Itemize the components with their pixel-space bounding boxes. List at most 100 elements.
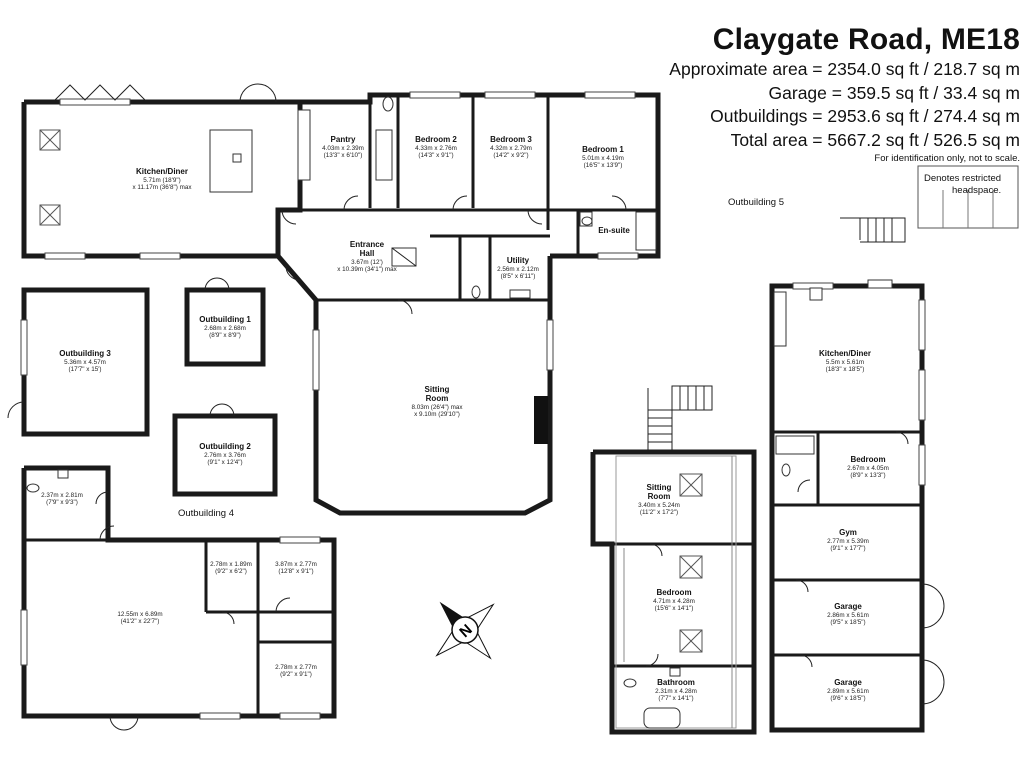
compass-icon	[435, 601, 495, 660]
sitting-room-name-2: Room	[426, 394, 449, 403]
ob4-store-c-dim1: 2.78m x 2.77m	[275, 664, 317, 671]
ob4-store-b-dim2: (12'8" x 9'1")	[278, 568, 313, 575]
toilet-icon	[471, 285, 481, 299]
annex-bedroom-dim1: 4.71m x 4.28m	[653, 598, 695, 605]
outbuildings-area: Outbuildings = 2953.6 sq ft / 274.4 sq m	[710, 106, 1020, 126]
ob5-garage1-dim1: 2.86m x 5.61m	[827, 612, 869, 619]
bedroom2-dim1: 4.33m x 2.76m	[415, 145, 457, 152]
outbuilding3-name: Outbuilding 3	[59, 349, 111, 358]
sitting-room-dim2: x 9.10m (29'10")	[414, 411, 460, 418]
sink-icon	[232, 153, 242, 163]
ob4-main-dim1: 12.55m x 6.89m	[117, 611, 162, 618]
toilet-icon	[382, 96, 394, 112]
ob5-bedroom-dim2: (8'9" x 13'3")	[850, 472, 885, 479]
utility-name: Utility	[507, 256, 530, 265]
annex-bedroom-name: Bedroom	[656, 588, 691, 597]
hall-name-2: Hall	[360, 249, 375, 258]
outbuilding3-dim1: 5.36m x 4.57m	[64, 359, 106, 366]
bedroom3-dim1: 4.32m x 2.79m	[490, 145, 532, 152]
outbuilding1-dim1: 2.68m x 2.68m	[204, 325, 246, 332]
annex-bathroom-dim2: (7'7" x 14'1")	[658, 695, 693, 702]
outbuilding-2: Outbuilding 2 2.76m x 3.76m (9'1" x 12'4…	[172, 403, 278, 497]
approx-area: Approximate area = 2354.0 sq ft / 218.7 …	[669, 59, 1020, 79]
ob4-store-c-dim2: (9'2" x 9'1")	[280, 671, 312, 678]
annex-sitting-dim1: 3.40m x 5.24m	[638, 502, 680, 509]
ob5-kitchen-dim2: (18'3" x 18'5")	[826, 366, 865, 373]
toilet-icon	[581, 216, 593, 226]
area-summary: Claygate Road, ME18 Approximate area = 2…	[669, 22, 1020, 166]
pantry-dim2: (13'3" x 6'10")	[324, 152, 363, 159]
total-area: Total area = 5667.2 sq ft / 526.5 sq m	[730, 129, 1020, 150]
bedroom2-dim2: (14'3" x 9'1")	[418, 152, 453, 159]
outbuilding-5: Kitchen/Diner 5.5m x 5.61m (18'3" x 18'5…	[769, 279, 945, 733]
hall-name-1: Entrance	[350, 240, 385, 249]
bedroom1-dim2: (16'5" x 13'9")	[584, 162, 623, 169]
ob4-wc-dim1: 2.37m x 2.81m	[41, 492, 83, 499]
ob4-store-a-dim2: (9'2" x 6'2")	[215, 568, 247, 575]
bedroom3-dim2: (14'2" x 9'2")	[493, 152, 528, 159]
bedroom1-name: Bedroom 1	[582, 145, 624, 154]
bath-icon	[643, 707, 681, 729]
outbuilding4-label: Outbuilding 4	[178, 508, 234, 519]
annex-bathroom-name: Bathroom	[657, 678, 695, 687]
annex-bathroom-dim1: 2.31m x 4.28m	[655, 688, 697, 695]
ob5-gym-name: Gym	[839, 528, 857, 537]
kitchen-diner-dim2: x 11.17m (36'8") max	[133, 184, 193, 191]
kitchen-diner-dim1: 5.71m (18'9")	[143, 177, 180, 184]
annex-sitting-name-2: Room	[648, 492, 671, 501]
skylight-icon	[679, 473, 703, 653]
hall-dim2: x 10.39m (34'1") max	[337, 266, 397, 273]
bath-icon	[635, 211, 657, 251]
outbuilding-3: Outbuilding 3 5.36m x 4.57m (17'7" x 15'…	[7, 287, 150, 437]
sitting-room-name-1: Sitting	[425, 385, 450, 394]
annex-building: Sitting Room 3.40m x 5.24m (11'2" x 17'2…	[590, 385, 757, 735]
ob5-bedroom-name: Bedroom	[850, 455, 885, 464]
bedroom1-dim1: 5.01m x 4.19m	[582, 155, 624, 162]
outbuilding-1: Outbuilding 1 2.68m x 2.68m (8'9" x 8'9"…	[184, 277, 266, 367]
outbuilding5-label: Outbuilding 5	[728, 197, 784, 208]
pantry-name: Pantry	[331, 135, 356, 144]
outbuilding1-dim2: (8'9" x 8'9")	[209, 332, 241, 339]
ob5-gym-dim2: (9'1" x 17'7")	[830, 545, 865, 552]
ob5-bedroom-dim1: 2.67m x 4.05m	[847, 465, 889, 472]
sink-icon	[809, 287, 823, 301]
restricted-headspace-legend: Denotes restricted headspace.	[917, 165, 1019, 229]
ob5-garage2-dim1: 2.89m x 5.61m	[827, 688, 869, 695]
property-title: Claygate Road, ME18	[712, 23, 1020, 56]
ob5-garage1-dim2: (9'5" x 18'5")	[830, 619, 865, 626]
sitting-room-dim1: 8.03m (26'4") max	[411, 404, 463, 411]
legend-line-2: headspace.	[952, 185, 1001, 196]
outbuilding-4: 2.37m x 2.81m (7'9" x 9'3") Outbuilding …	[20, 465, 337, 731]
disclaimer-note: For identification only, not to scale.	[874, 153, 1020, 164]
shower-icon	[775, 435, 815, 455]
hall-stairs	[391, 247, 417, 267]
annex-sitting-dim2: (11'2" x 17'2")	[640, 509, 678, 516]
toilet-icon	[26, 483, 40, 493]
ob4-store-b-dim1: 3.87m x 2.77m	[275, 561, 317, 568]
skylight-icon	[39, 129, 61, 226]
toilet-icon	[781, 463, 791, 477]
ob4-store-a-dim1: 2.78m x 1.89m	[210, 561, 252, 568]
kitchen-island	[209, 129, 253, 193]
pantry-dim1: 4.03m x 2.39m	[322, 145, 364, 152]
legend-line-1: Denotes restricted	[924, 173, 1001, 184]
ob5-garage2-name: Garage	[834, 678, 862, 687]
kitchen-diner-name: Kitchen/Diner	[136, 167, 188, 176]
outbuilding2-dim2: (9'1" x 12'4")	[207, 459, 242, 466]
outbuilding3-dim2: (17'7" x 15')	[69, 366, 102, 373]
ob4-main-dim2: (41'2" x 22'7")	[121, 618, 160, 625]
annex-bedroom-dim2: (15'6" x 14'1")	[655, 605, 694, 612]
main-house: Kitchen/Diner 5.71m (18'9") x 11.17m (36…	[21, 83, 661, 516]
fireplace-icon	[534, 396, 548, 444]
utility-dim1: 2.56m x 2.12m	[497, 266, 539, 273]
utility-dim2: (8'5" x 6'11")	[501, 273, 536, 280]
ob4-wc-dim2: (7'9" x 9'3")	[46, 499, 78, 506]
garage-area: Garage = 359.5 sq ft / 33.4 sq m	[768, 82, 1020, 103]
ob5-kitchen-name: Kitchen/Diner	[819, 349, 871, 358]
outbuilding2-name: Outbuilding 2	[199, 442, 251, 451]
hall-dim1: 3.67m (12')	[351, 259, 383, 266]
ob5-kitchen-dim1: 5.5m x 5.61m	[826, 359, 864, 366]
outbuilding5-stairs	[840, 217, 906, 243]
ob5-garage2-dim2: (9'6" x 18'5")	[830, 695, 865, 702]
